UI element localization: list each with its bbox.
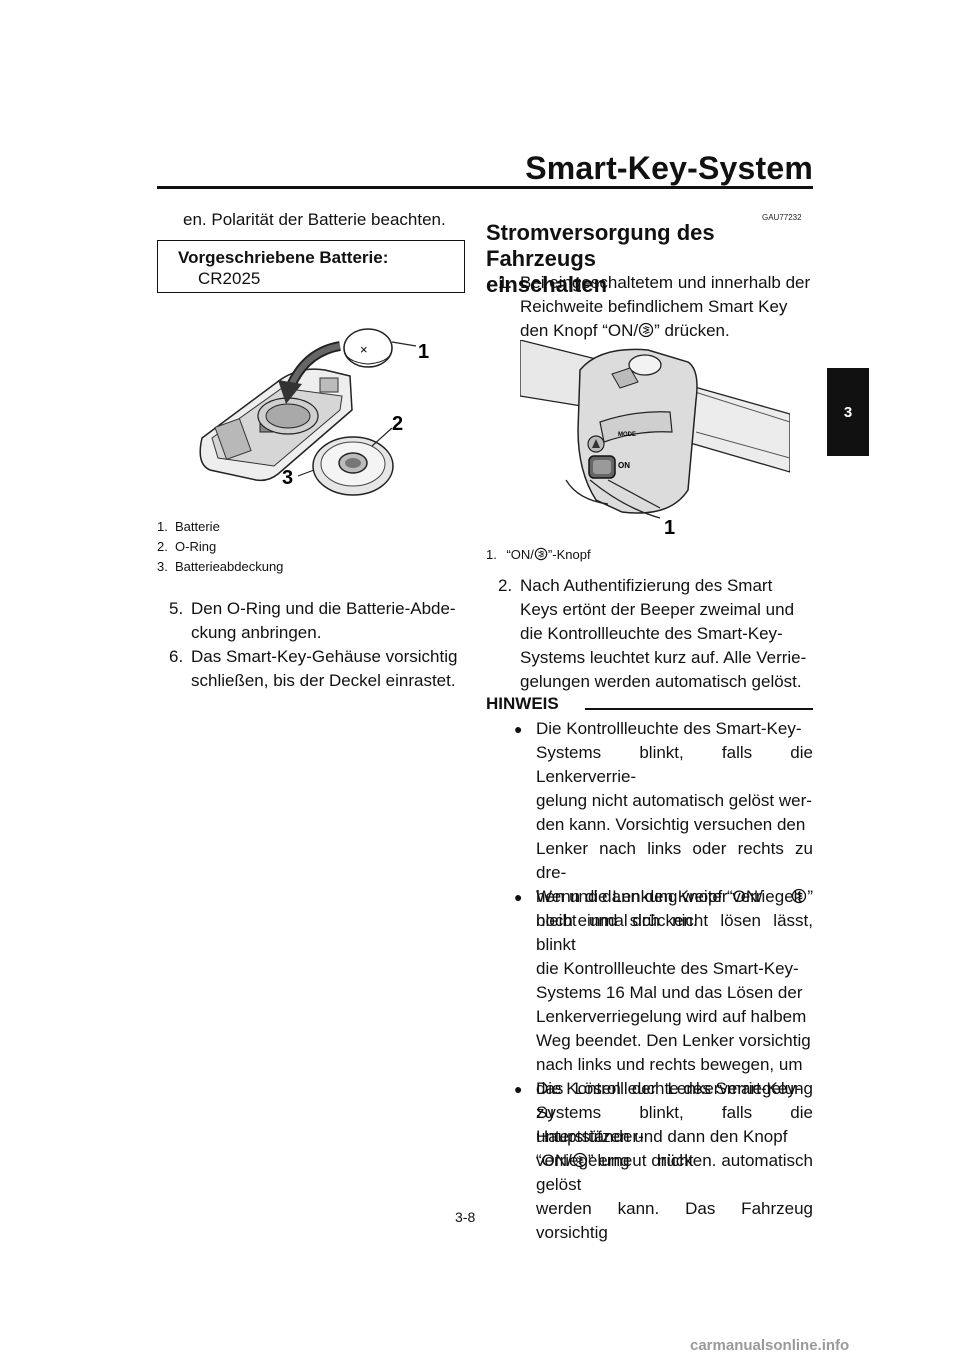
battery-figure: × 1 2 3 bbox=[199, 328, 429, 496]
bullet-dot-icon: ● bbox=[514, 889, 523, 905]
callout-1: 1 bbox=[418, 341, 429, 363]
caption-item: 1. Batterie bbox=[157, 519, 220, 534]
watermark: carmanualsonline.info bbox=[690, 1337, 850, 1354]
chapter-tab: 3 bbox=[827, 368, 869, 456]
caption-item: 3. Batterieabdeckung bbox=[157, 559, 284, 574]
note-bullet-2: ● Wenn die Lenkung weiter verriegelt ble… bbox=[514, 887, 813, 1170]
battery-spec-box: Vorgeschriebene Batterie: CR2025 bbox=[157, 240, 465, 293]
document-code: GAU77232 bbox=[762, 213, 802, 222]
switch-caption: 1. “ON/”-Knopf bbox=[486, 547, 591, 562]
note-bullet-1: ● Die Kontrollleuchte des Smart-Key- Sys… bbox=[514, 719, 813, 930]
svg-text:×: × bbox=[360, 342, 368, 357]
spec-label: Vorgeschriebene Batterie: bbox=[178, 248, 389, 267]
step-5: 5. Den O-Ring und die Batterie-Abde- cku… bbox=[169, 599, 456, 642]
bullet-dot-icon: ● bbox=[514, 721, 523, 737]
step-6: 6. Das Smart-Key-Gehäuse vorsichtig schl… bbox=[169, 647, 458, 690]
switch-mode-label: MODE bbox=[618, 432, 636, 438]
battery-captions: 1. Batterie 2. O-Ring 3. Batterieabdecku… bbox=[157, 517, 457, 579]
bullet-dot-icon: ● bbox=[514, 1081, 523, 1097]
section-heading: Stromversorgung des Fahrzeugs einschalte… bbox=[486, 220, 715, 297]
note-heading: HINWEIS bbox=[486, 694, 559, 713]
caption-item: 2. O-Ring bbox=[157, 539, 217, 554]
steps-5-6: 5. Den O-Ring und die Batterie-Abde- cku… bbox=[169, 597, 465, 693]
intro-text: en. Polarität der Batterie beachten. bbox=[183, 210, 446, 229]
page-number: 3-8 bbox=[455, 1209, 476, 1225]
switch-on-label: ON bbox=[618, 461, 630, 470]
switch-callout-1: 1 bbox=[664, 517, 675, 539]
callout-2: 2 bbox=[392, 413, 403, 435]
power-on-icon bbox=[638, 322, 654, 338]
power-on-icon bbox=[572, 1152, 588, 1168]
step-2: 2. Nach Authentifizierung des Smart Keys… bbox=[498, 576, 807, 691]
power-on-icon bbox=[792, 888, 807, 904]
spec-value: CR2025 bbox=[198, 269, 261, 288]
header-rule bbox=[157, 186, 813, 189]
step-1: 1. Bei eingeschaltetem und innerhalb der… bbox=[498, 273, 811, 340]
handlebar-switch-figure: ON MODE 1 bbox=[520, 340, 790, 539]
callout-3: 3 bbox=[282, 467, 293, 489]
power-on-icon bbox=[534, 547, 548, 561]
page-title: Smart-Key-System bbox=[525, 150, 813, 186]
note-bullet-3: ● Die Kontrollleuchte des Smart-Key- Sys… bbox=[514, 1079, 813, 1242]
note-rule bbox=[585, 708, 813, 710]
